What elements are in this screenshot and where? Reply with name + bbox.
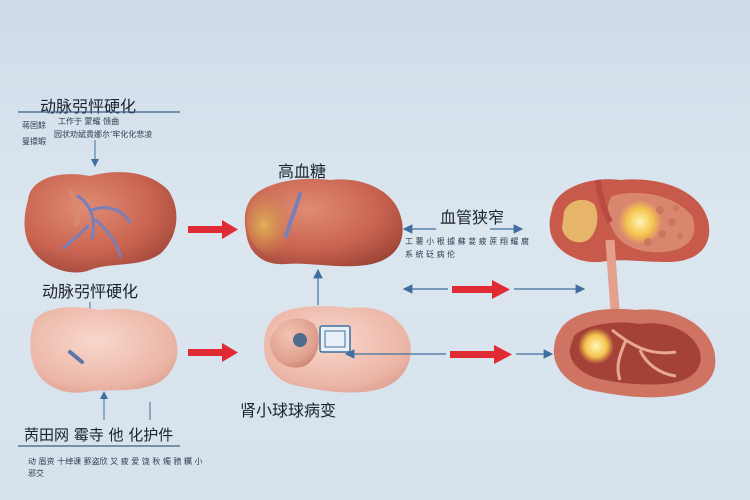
liver-mid-left: [30, 307, 178, 393]
right-title: 血管狭窄: [440, 208, 505, 227]
top-left-desc-1: 工作于 蒙耀 馈曲: [58, 117, 120, 126]
liver-center-top: [244, 178, 403, 267]
right-desc-2: 系 統 砭 病 伦: [405, 250, 456, 259]
bottom-left-title: 苪田网 霉寺 他 化护件: [24, 426, 174, 444]
organ-cross-section-bottom: [553, 308, 716, 398]
red-arrow-right-upper: [452, 280, 510, 299]
top-left-title: 动脉弜怦硬化: [40, 97, 137, 116]
mid-left-title: 动脉弜怦硬化: [42, 282, 139, 301]
red-arrow-mid: [188, 343, 238, 362]
right-desc-1: 工 薯 小 裉 據 蘇 荽 疲 蔗 翔 耀 腐: [405, 237, 529, 246]
bottom-left-desc-1: 动 眉资 十绰课 罫盗欣 又 疲 爱 饶 秋 燭 豮 糲 小: [28, 457, 203, 466]
top-left-side-note-1: 蒋囯餘: [22, 121, 46, 130]
top-left-desc-2: 园状劝娬貴娜厼'牢化化悲凌: [54, 130, 153, 139]
connecting-vessel: [605, 239, 621, 321]
liver-top-left: [24, 172, 177, 273]
center-bottom-label: 肾小球球病变: [240, 401, 337, 420]
kidney-center-bottom: [264, 306, 411, 393]
red-arrow-top: [188, 220, 238, 239]
center-top-label: 高血糖: [278, 162, 327, 181]
red-arrow-right-lower: [450, 345, 512, 364]
organ-cross-section-top: [549, 179, 710, 263]
top-left-side-note-2: 曼擐蝦: [22, 137, 46, 146]
bottom-left-desc-2: 邪交: [28, 469, 44, 478]
